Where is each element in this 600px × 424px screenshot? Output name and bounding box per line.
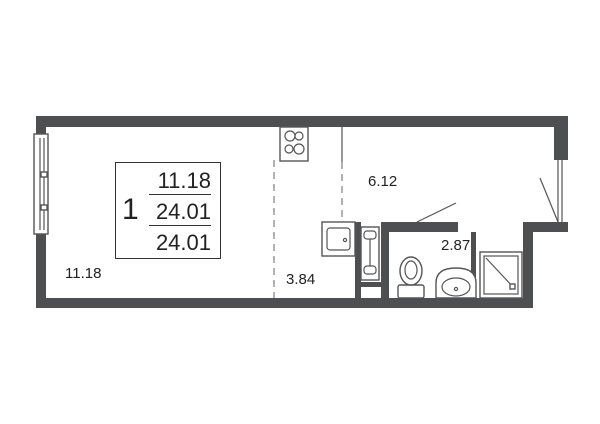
entrance-door [539, 177, 559, 223]
wall-bottom [36, 298, 533, 308]
living-area-value: 11.18 [157, 168, 211, 193]
living-area-underline [149, 194, 211, 196]
wall-bath-partition [471, 232, 476, 302]
window [33, 133, 49, 235]
bathroom-door [416, 202, 457, 223]
total-area-value: 24.01 [155, 199, 211, 224]
stove-icon [279, 126, 309, 162]
wall-left-bottom [36, 232, 46, 308]
total-area-underline [149, 225, 211, 227]
wall-kitchen-stub [355, 222, 361, 306]
toilet-icon [397, 256, 425, 299]
total-area-with-balcony-value: 24.01 [155, 230, 211, 255]
bathroom-sink-icon [435, 267, 477, 299]
wall-bath-left [381, 222, 389, 308]
walls [36, 116, 568, 308]
wall-right-upper [554, 116, 568, 160]
room-area-kitchen: 3.84 [286, 271, 316, 288]
wall-top-left [36, 116, 554, 127]
room-area-bathroom: 2.87 [441, 237, 471, 254]
room-area-hallway: 6.12 [368, 173, 398, 190]
room-area-living: 11.18 [65, 265, 102, 282]
entrance-opening [557, 160, 563, 222]
area-summary-box: 1 11.18 24.01 24.01 [115, 162, 221, 259]
wall-kitchen-ledge [361, 282, 383, 287]
wall-left-top [36, 116, 46, 136]
wall-bath-right [523, 222, 533, 308]
shaft-icon [360, 226, 380, 281]
wall-step [523, 222, 568, 232]
kitchen-sink-icon [321, 221, 356, 257]
wall-bath-top [385, 222, 458, 232]
room-count: 1 [122, 193, 139, 226]
shower-icon [479, 251, 523, 299]
